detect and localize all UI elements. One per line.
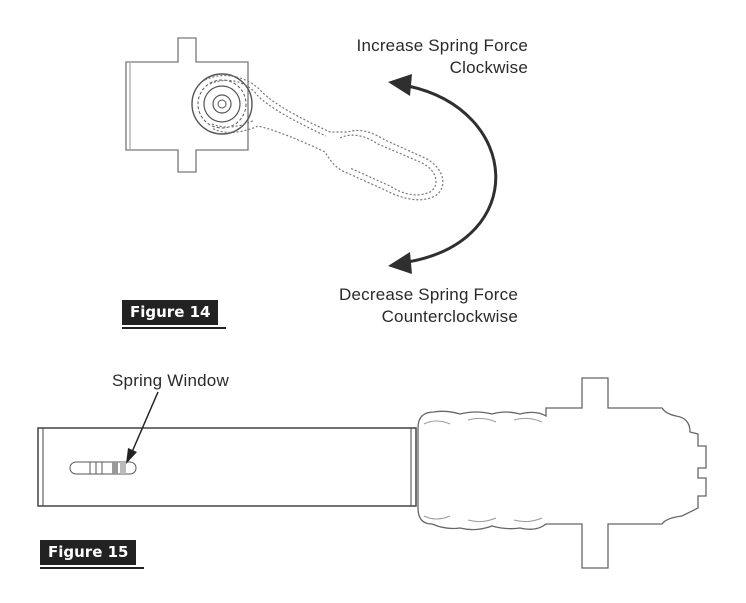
increase-direction-label: Clockwise xyxy=(449,58,528,77)
hinge-body-bottom xyxy=(417,377,707,569)
figure-15-badge: Figure 15 xyxy=(40,540,146,569)
spring-window-label: Spring Window xyxy=(112,371,229,390)
adjustment-nut xyxy=(191,73,253,135)
wrench-tool xyxy=(204,74,444,201)
rotation-arrow xyxy=(388,74,498,274)
figure-14-badge: Figure 14 xyxy=(122,300,228,329)
decrease-force-label: Decrease Spring Force xyxy=(339,285,518,304)
increase-force-label: Increase Spring Force xyxy=(356,36,528,55)
decrease-direction-label: Counterclockwise xyxy=(381,307,518,326)
spring-window-slot xyxy=(69,461,137,475)
spring-window-callout-arrow xyxy=(126,391,159,464)
hinge-body-top xyxy=(125,37,249,173)
